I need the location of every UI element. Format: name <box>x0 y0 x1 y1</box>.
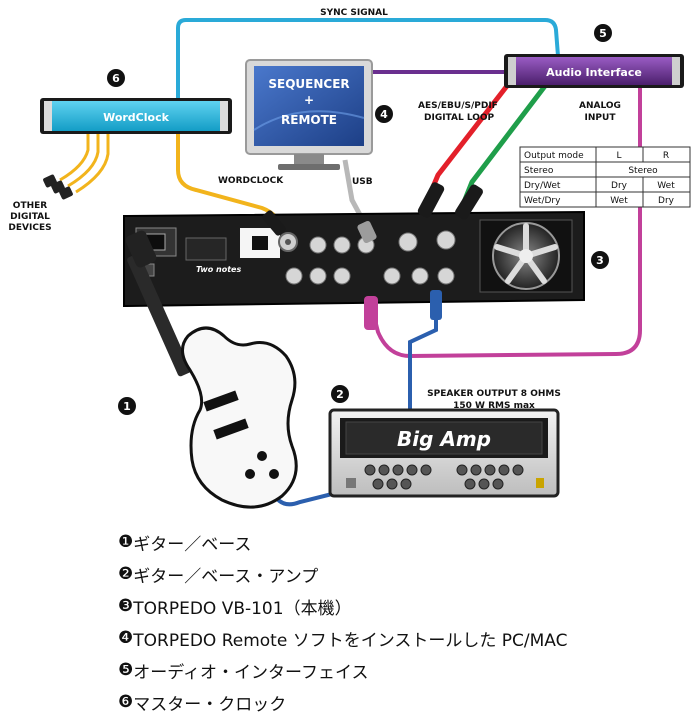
svg-text:5: 5 <box>599 27 607 40</box>
svg-text:6: 6 <box>112 72 120 85</box>
legend-text: TORPEDO Remote ソフトをインストールした PC/MAC <box>133 630 568 651</box>
table-row-stereo-mode: Stereo <box>524 166 554 176</box>
legend-number: ❶ <box>118 532 134 552</box>
svg-text:2: 2 <box>336 388 344 401</box>
usb-label: USB <box>352 177 373 187</box>
legend-number: ❺ <box>118 660 134 680</box>
table-row-drywet-l: Dry <box>611 181 628 191</box>
speaker-output-line1: SPEAKER OUTPUT 8 OHMS <box>427 389 561 399</box>
sync-cable <box>176 18 560 100</box>
svg-text:4: 4 <box>380 108 388 121</box>
legend-text: TORPEDO VB-101（本機） <box>133 598 352 619</box>
wordclock-label: WORDCLOCK <box>218 176 284 186</box>
red-xlr-plug <box>417 182 445 218</box>
other-devices-line2: DIGITAL <box>10 212 50 222</box>
aes-label-line2: DIGITAL LOOP <box>424 113 495 123</box>
table-header-r: R <box>663 151 669 161</box>
badge-guitar: 1 <box>118 397 136 415</box>
wordclock-unit: WordClock <box>40 98 232 134</box>
guitar-amplifier: Big Amp <box>328 408 560 498</box>
usb-plug <box>357 220 377 244</box>
other-devices-line1: OTHER <box>13 201 47 211</box>
speaker-output-line2: 150 W RMS max <box>453 401 535 411</box>
legend-text: マスター・クロック <box>133 694 287 715</box>
magenta-plug <box>364 296 378 330</box>
computer-monitor: SEQUENCER + REMOTE <box>245 59 373 170</box>
wordclock-unit-label: WordClock <box>103 111 170 124</box>
audio-interface-label: Audio Interface <box>546 66 642 79</box>
speaker-plug <box>430 290 442 320</box>
analog-input-cable <box>368 86 642 359</box>
connection-diagram: WordClock SEQUENCER + REMOTE Audio Inter… <box>8 8 691 509</box>
sync-signal-label: SYNC SIGNAL <box>320 8 388 18</box>
analog-input-line1: ANALOG <box>579 101 621 111</box>
sequencer-plus: + <box>304 93 314 107</box>
other-devices-cable <box>59 132 110 194</box>
badge-amp: 2 <box>331 385 349 403</box>
legend-text: オーディオ・インターフェイス <box>133 662 369 683</box>
wordclock-connectors <box>43 174 73 200</box>
output-mode-table: Output mode L R Stereo Stereo Dry/Wet Dr… <box>519 146 691 208</box>
other-devices-line3: DEVICES <box>8 223 51 233</box>
svg-text:3: 3 <box>596 254 604 267</box>
table-row-drywet-mode: Dry/Wet <box>524 181 561 191</box>
amp-logo: Big Amp <box>397 427 491 451</box>
brand-label: Two notes <box>196 265 241 274</box>
aes-label-line1: AES/EBU/S/PDIF <box>418 101 498 111</box>
badge-torpedo: 3 <box>591 251 609 269</box>
legend-number: ❸ <box>118 596 134 616</box>
electric-guitar <box>125 230 298 509</box>
remote-label: REMOTE <box>281 113 337 127</box>
amp-knobs <box>364 464 524 490</box>
legend-number: ❹ <box>118 628 134 648</box>
table-header-l: L <box>616 151 621 161</box>
analog-input-line2: INPUT <box>585 113 617 123</box>
cooling-fan <box>479 219 573 293</box>
table-row-drywet-r: Wet <box>657 181 675 191</box>
torpedo-rear-panel: Two notes <box>123 210 585 308</box>
legend-text: ギター／ベース・アンプ <box>133 566 319 587</box>
table-row-wetdry-r: Dry <box>658 196 675 206</box>
table-row-wetdry-l: Wet <box>610 196 628 206</box>
audio-interface-unit: Audio Interface <box>504 54 684 88</box>
badge-remote: 4 <box>375 105 393 123</box>
legend-text: ギター／ベース <box>133 534 252 555</box>
green-xlr-plug <box>455 184 483 220</box>
badge-interface: 5 <box>594 24 612 42</box>
table-row-wetdry-mode: Wet/Dry <box>524 196 561 206</box>
legend-number: ❷ <box>118 564 134 584</box>
table-header-mode: Output mode <box>524 151 584 161</box>
badge-wordclock: 6 <box>107 69 125 87</box>
xlr-connectors <box>285 230 456 285</box>
svg-text:1: 1 <box>123 400 131 413</box>
wordclock-plug <box>262 210 286 236</box>
sequencer-label: SEQUENCER <box>268 77 349 91</box>
legend-number: ❻ <box>118 692 134 712</box>
table-row-stereo-value: Stereo <box>628 166 658 176</box>
